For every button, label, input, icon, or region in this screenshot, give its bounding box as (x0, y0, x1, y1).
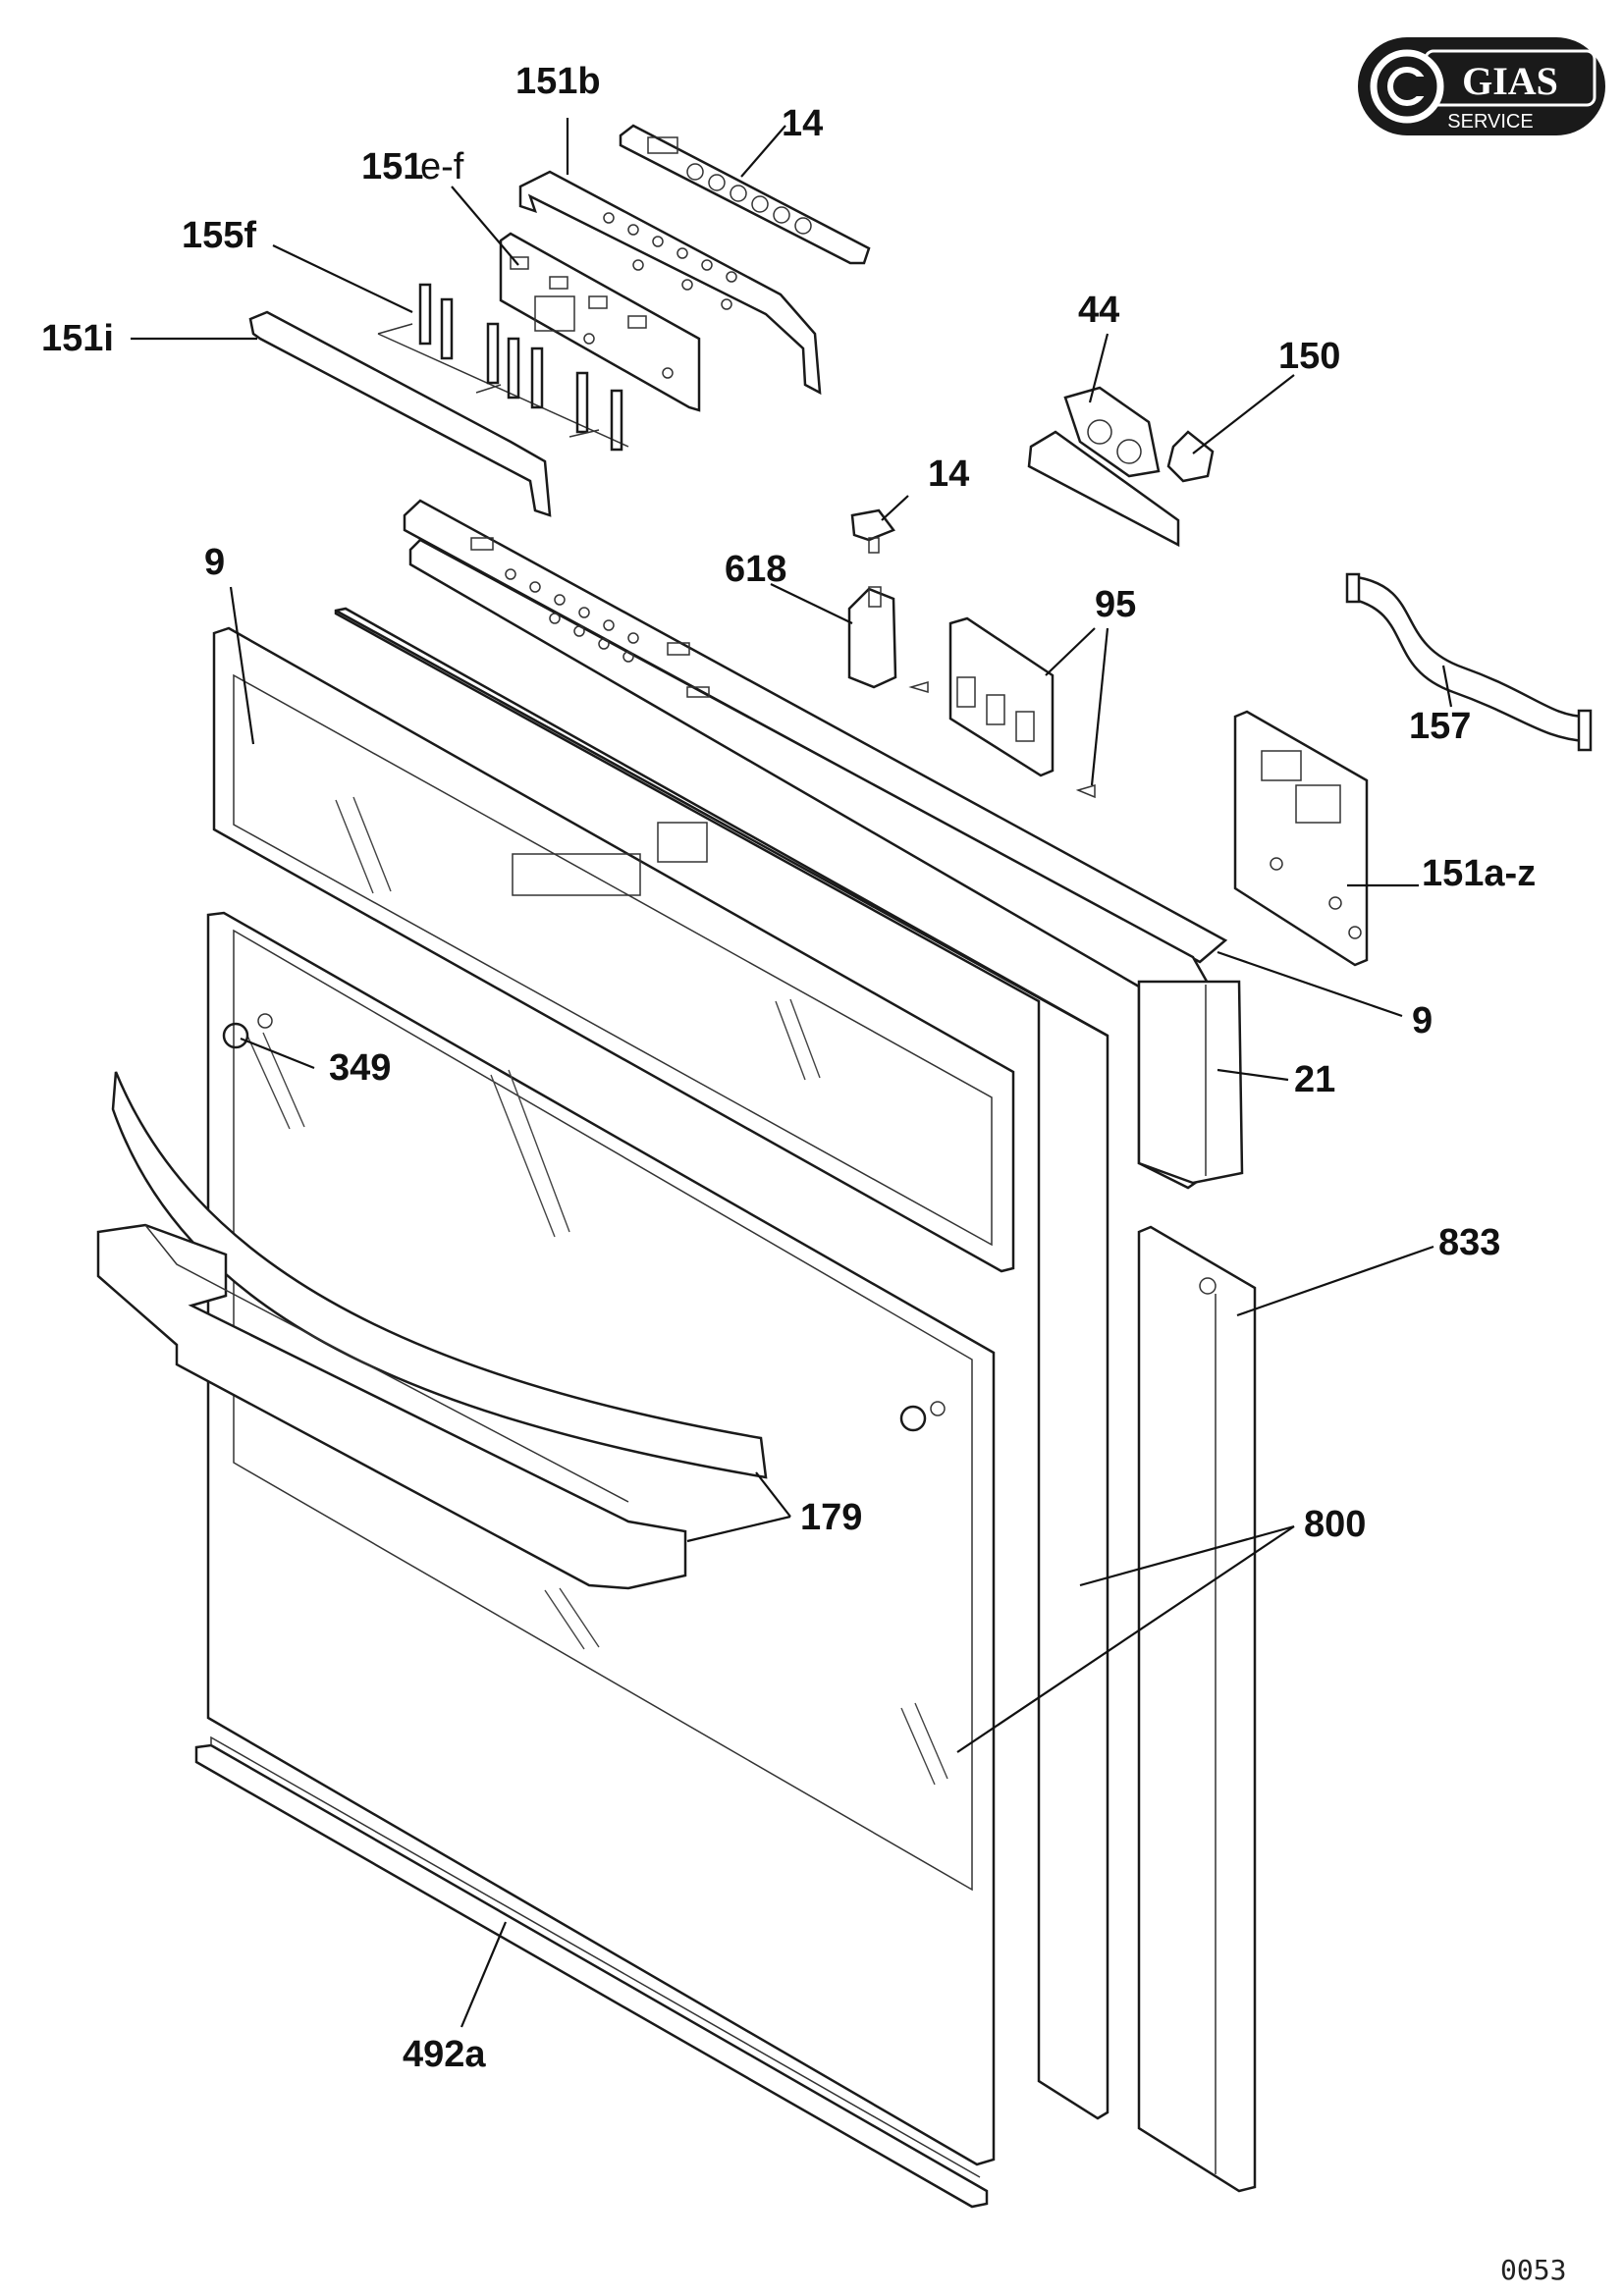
label-150: 150 (1278, 336, 1340, 377)
main-board-151a-z (1233, 710, 1369, 967)
logo-subtitle: SERVICE (1447, 111, 1533, 133)
label-157: 157 (1409, 706, 1471, 747)
label-151i: 151i (41, 318, 114, 359)
label-151e-f-suffix: e-f (420, 146, 464, 187)
front-frame-9 (212, 626, 1015, 1273)
gias-service-logo: GIAS SERVICE (1358, 37, 1605, 135)
label-151e-f-main: 151 (361, 146, 423, 187)
logo-brand: GIAS (1462, 59, 1558, 103)
label-9-left: 9 (204, 542, 225, 583)
pcb-151e-f (499, 232, 701, 412)
handle-straight-179 (96, 1223, 687, 1590)
label-833: 833 (1438, 1222, 1500, 1263)
switch-150 (1166, 430, 1215, 483)
label-14-top: 14 (782, 103, 823, 144)
side-panel-833 (1137, 1225, 1257, 2193)
label-155f: 155f (182, 215, 256, 256)
cable-157 (1345, 572, 1593, 752)
bottom-trim-492a (194, 1735, 989, 2209)
label-151a-z: 151a-z (1422, 853, 1536, 894)
label-800: 800 (1304, 1504, 1366, 1545)
switch-618 (847, 586, 897, 689)
side-frame-21 (1137, 980, 1244, 1185)
drawing-code: 0053 (1500, 2254, 1566, 2286)
label-95: 95 (1095, 584, 1136, 625)
door-lock-44 (1027, 386, 1180, 548)
leader-lines (131, 118, 1453, 2028)
label-492a: 492a (403, 2034, 486, 2075)
control-bracket-151b (518, 170, 822, 396)
label-9-right: 9 (1412, 1000, 1433, 1041)
rail-151i (248, 310, 552, 517)
label-21: 21 (1294, 1059, 1335, 1100)
label-179: 179 (800, 1497, 862, 1538)
knob-strip-14 (619, 124, 871, 265)
label-14-mid: 14 (928, 454, 969, 495)
label-44: 44 (1078, 290, 1119, 331)
label-618: 618 (725, 549, 786, 590)
switch-pins-155f (377, 283, 629, 452)
part-labels: 151b 14 151 e-f 155f 151i 44 150 14 618 … (41, 61, 1566, 2286)
label-349: 349 (329, 1047, 391, 1089)
rear-glass-800 (334, 607, 1109, 2120)
board-95 (908, 616, 1096, 799)
label-151b: 151b (515, 61, 601, 102)
button-14 (850, 508, 895, 554)
